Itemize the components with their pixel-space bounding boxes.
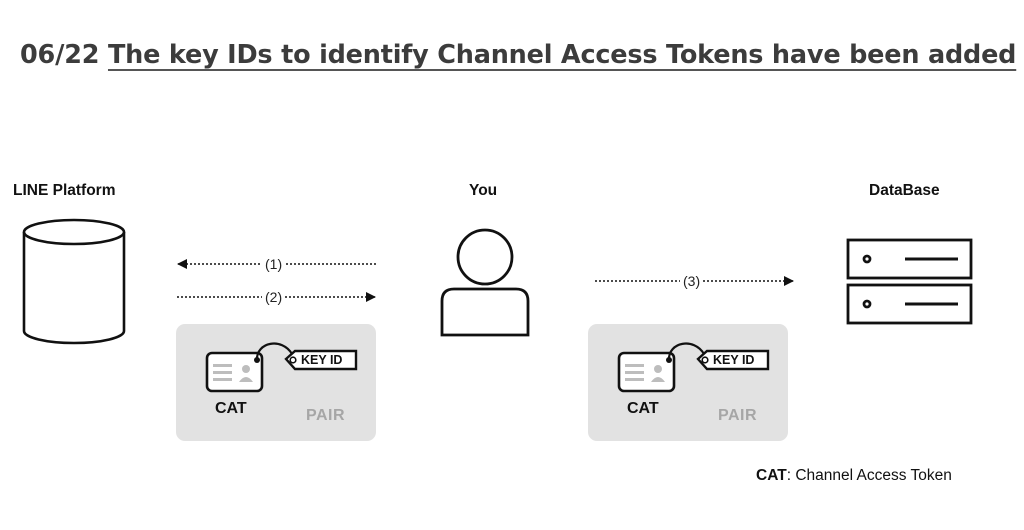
arrow-3-label: (3) bbox=[680, 273, 704, 289]
title-text: The key IDs to identify Channel Access T… bbox=[107, 40, 1017, 70]
you-label: You bbox=[469, 182, 498, 199]
server-icon bbox=[846, 238, 973, 325]
pair-label: PAIR bbox=[306, 407, 346, 424]
person-icon bbox=[440, 228, 530, 337]
key-tag-icon bbox=[284, 349, 358, 371]
title-date: 06/22 bbox=[20, 40, 100, 70]
key-id-label: KEY ID bbox=[713, 353, 755, 367]
key-tag-icon bbox=[696, 349, 770, 371]
cat-footnote: CAT: Channel Access Token bbox=[756, 467, 952, 485]
key-id-label: KEY ID bbox=[301, 353, 343, 367]
pair-label: PAIR bbox=[718, 407, 758, 424]
line-platform-label: LINE Platform bbox=[13, 182, 116, 199]
cat-label: CAT bbox=[215, 400, 247, 417]
footnote-definition: : Channel Access Token bbox=[786, 467, 952, 484]
arrow-1-label: (1) bbox=[262, 256, 286, 272]
cylinder-icon bbox=[22, 218, 126, 345]
id-card-icon bbox=[617, 351, 676, 393]
database-label: DataBase bbox=[869, 182, 940, 199]
page-title: 06/22 The key IDs to identify Channel Ac… bbox=[20, 40, 1016, 70]
pair-box-1: KEY ID CAT PAIR bbox=[176, 324, 376, 441]
arrow-2-label: (2) bbox=[262, 289, 286, 305]
id-card-icon bbox=[205, 351, 264, 393]
footnote-abbr: CAT bbox=[756, 467, 787, 484]
cat-label: CAT bbox=[627, 400, 659, 417]
pair-box-2: KEY ID CAT PAIR bbox=[588, 324, 788, 441]
